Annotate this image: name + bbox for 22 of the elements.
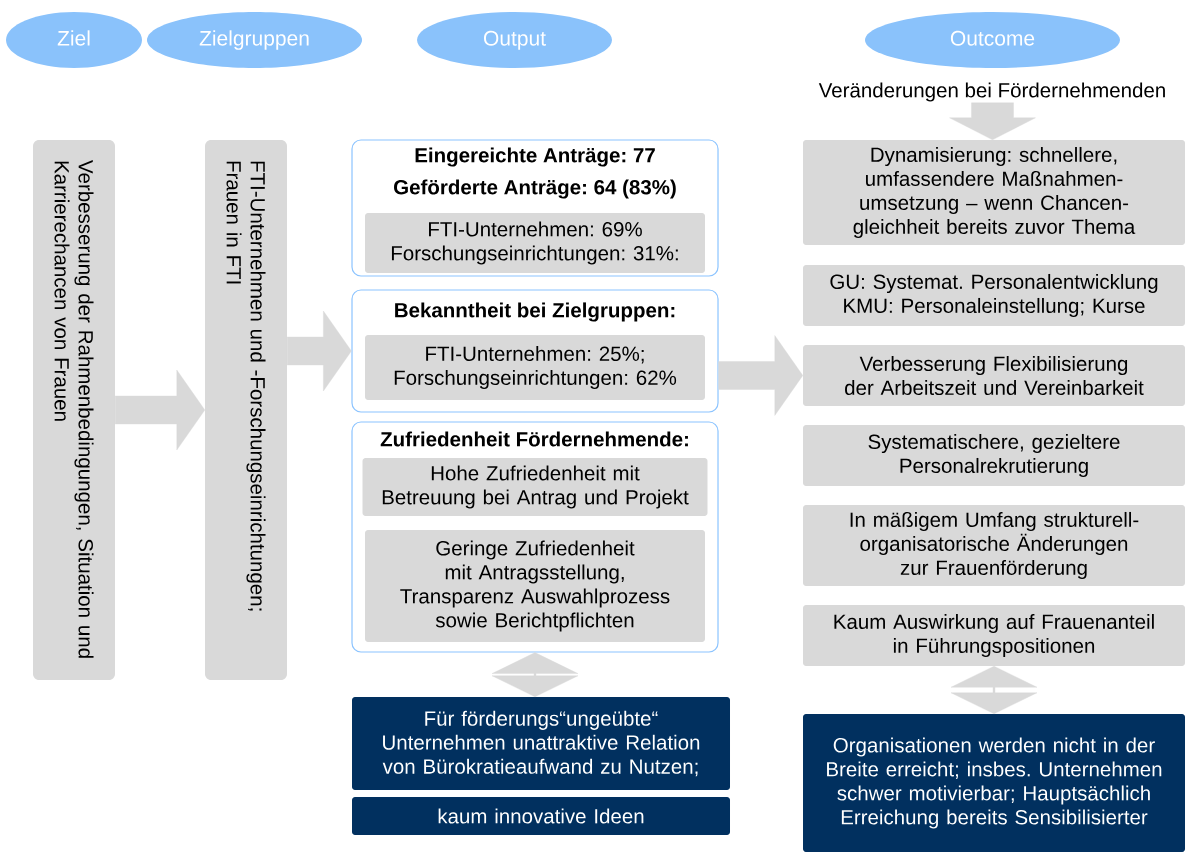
subheading: Veränderungen bei Fördernehmenden bbox=[818, 82, 1165, 102]
block-arrow bbox=[287, 310, 352, 392]
info-box: Hohe Zufriedenheit mit Betreuung bei Antrag und Projekt bbox=[362, 458, 708, 516]
info-box: Systematischere, gezieltere Personalrekrutierung bbox=[803, 425, 1185, 486]
double-arrow bbox=[950, 666, 1038, 714]
block-arrow bbox=[949, 102, 1036, 140]
info-box: FTI-Unternehmen: 69% Forschungseinrichtungen: 31%: bbox=[365, 213, 705, 273]
finding-box: Für förderungs“ungeübte“ Unternehmen unattraktive Relation von Bürokratieaufwand zu Nutzen; bbox=[352, 697, 730, 790]
info-box: Kaum Auswirkung auf Frauenanteil in Führungspositionen bbox=[803, 605, 1185, 666]
block-arrow bbox=[718, 335, 803, 416]
finding-box: Organisationen werden nicht in der Breite erreicht; insbes. Unternehmen schwer motivierbar; Hauptsächlich Erreichung bereits Sensibilisierter bbox=[803, 714, 1185, 852]
vertical-text-bar: Verbesserung der Rahmenbedingungen, Situation und Karrierechancen von Frauen bbox=[33, 140, 115, 680]
double-arrow bbox=[491, 652, 579, 697]
info-box: Verbesserung Flexibilisierung der Arbeitszeit und Vereinbarkeit bbox=[803, 345, 1185, 406]
info-box: FTI-Unternehmen: 25%; Forschungseinrichtungen: 62% bbox=[365, 335, 705, 400]
info-box: GU: Systemat. Personalentwicklung KMU: Personaleinstellung; Kurse bbox=[803, 265, 1185, 326]
finding-box: kaum innovative Ideen bbox=[352, 797, 730, 835]
block-arrow bbox=[115, 369, 205, 451]
info-box: Geringe Zufriedenheit mit Antragsstellung, Transparenz Auswahlprozess sowie Berichtpflichten bbox=[365, 530, 705, 642]
vertical-text-bar: FTI-Unternehmen und -Forschungseinrichtungen; Frauen in FTI bbox=[205, 140, 287, 680]
info-box: Dynamisierung: schnellere, umfassendere Maßnahmen- umsetzung – wenn Chancen- gleichheit bereits zuvor Thema bbox=[803, 140, 1185, 245]
info-box: In mäßigem Umfang strukturell- organisatorische Änderungen zur Frauenförderung bbox=[803, 505, 1185, 586]
